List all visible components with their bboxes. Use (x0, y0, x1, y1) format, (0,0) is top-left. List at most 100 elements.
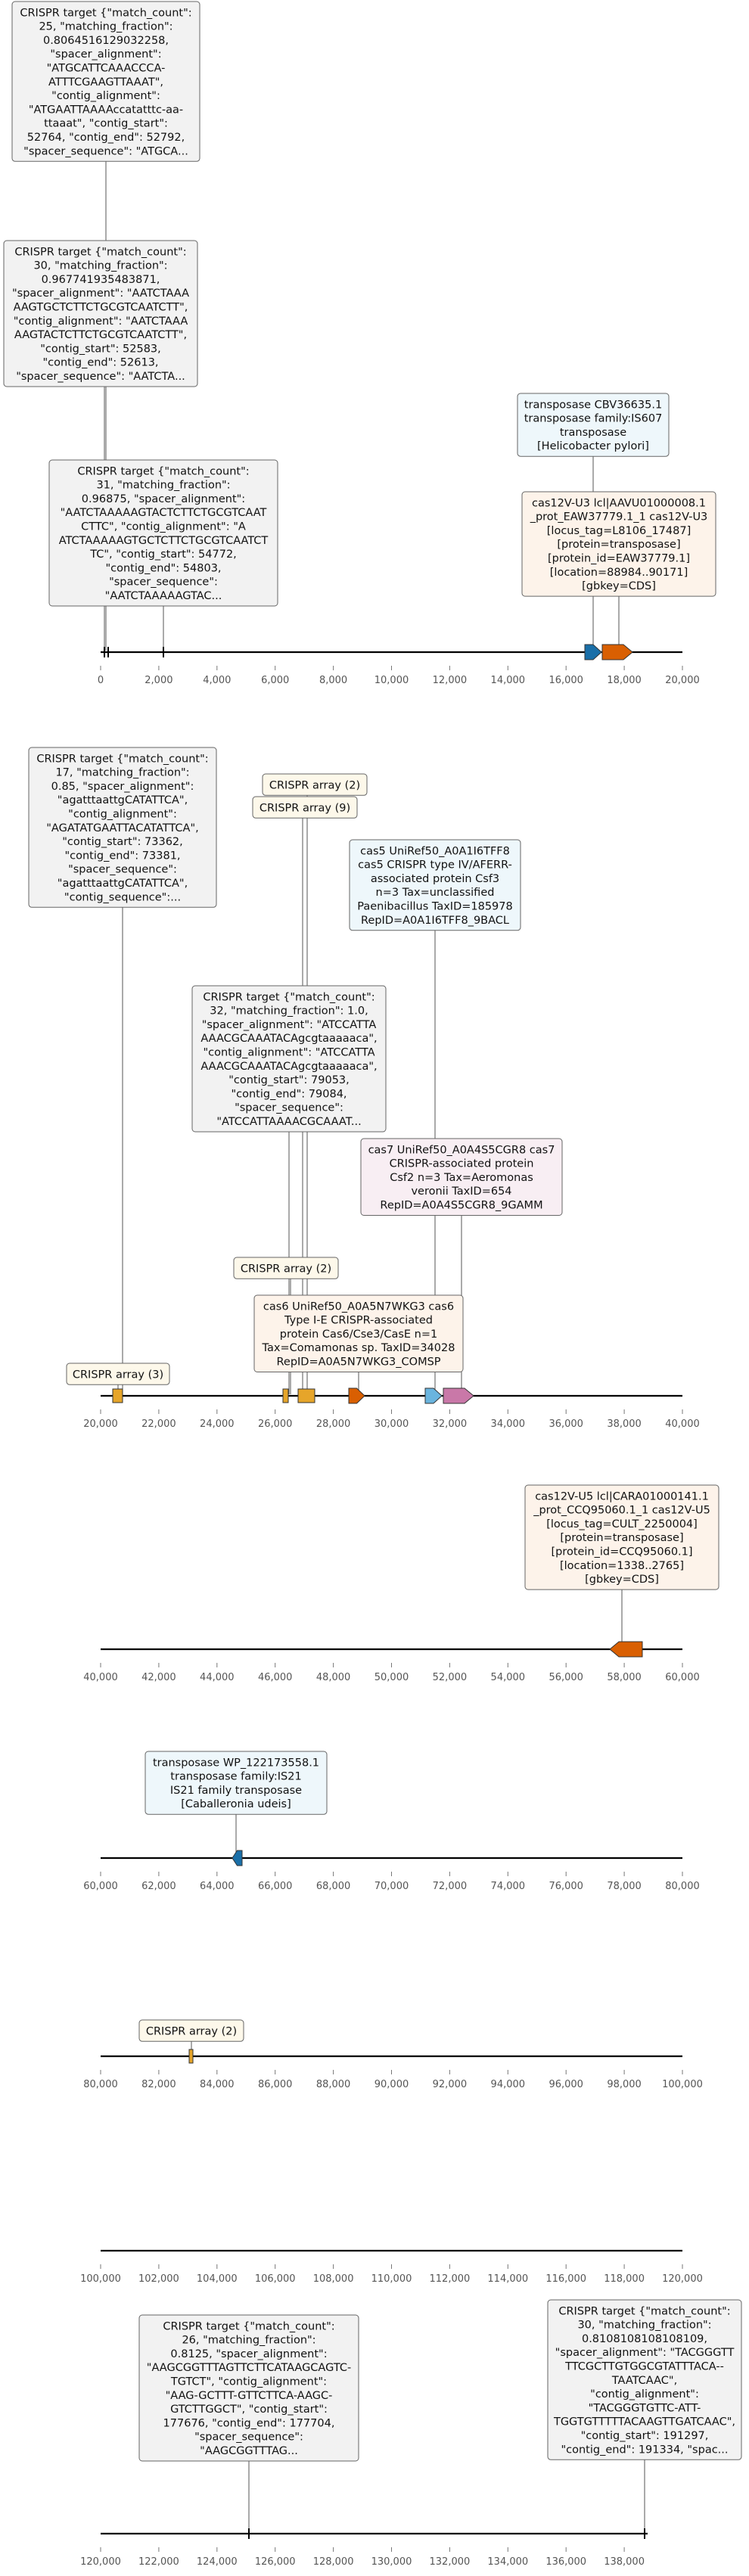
feature-label-text: "contig_start": 73362, (62, 836, 183, 848)
feature-label-text: associated protein Csf3 (371, 873, 499, 885)
feature-label-text: "ATCCATTAAAACGCAAAT... (216, 1116, 361, 1128)
axis-tick-label: 116,000 (545, 2273, 586, 2285)
feature-label-box (11, 1, 200, 162)
axis-tick-label: 76,000 (549, 1881, 583, 1892)
feature-label-text: 26, "matching_fraction": (182, 2335, 315, 2347)
feature-label-text: CRISPR array (9) (260, 802, 350, 814)
feature-label-text: TGTCT", "contig_alignment": (170, 2376, 327, 2388)
feature-label-text: "ATGCATTCAAACCCA- (47, 62, 166, 74)
feature-label-text: transposase CBV36635.1 (524, 399, 662, 411)
feature-label-box (262, 773, 368, 796)
feature-label-text: 0.967741935483871, (42, 274, 160, 286)
feature-label-text: 0.8108108108108109, (582, 2333, 707, 2345)
feature-label-text: 177676, "contig_end": 177704, (163, 2417, 335, 2429)
feature-label-text: ATTTCGAAGTTAAAT", (48, 76, 163, 89)
feature-label-box (233, 1257, 339, 1279)
feature-label-text: "AAGCGGTTTAGTTCTTCATAAGCAGTC- (147, 2362, 351, 2374)
feature-label-box (66, 1363, 170, 1385)
feature-label-text: [gbkey=CDS] (582, 580, 656, 592)
axis-tick-label: 134,000 (487, 2556, 528, 2568)
gene-arrow (584, 644, 602, 660)
gene-arrow (348, 1387, 365, 1404)
feature-label-text: 25, "matching_fraction": (39, 21, 172, 33)
axis-tick-label: 110,000 (371, 2273, 412, 2285)
axis-tick-label: 30,000 (374, 1419, 409, 1430)
feature-label-box (252, 796, 358, 819)
axis-tick-label: 20,000 (83, 1419, 118, 1430)
axis-tick-label: 122,000 (138, 2556, 179, 2568)
feature-label-text: AAACGCAAATACAgcgtaaaaaca", (200, 1061, 377, 1073)
feature-label-text: protein Cas6/Cse3/CasE n=1 (280, 1328, 437, 1341)
axis-tick-label: 106,000 (255, 2273, 296, 2285)
gene-arrow (609, 1641, 643, 1658)
axis-tick-label: 112,000 (430, 2273, 471, 2285)
feature-label-text: "spacer_alignment": "TACGGGTT (555, 2347, 735, 2359)
feature-label-text: _prot_CCQ95060.1_1 cas12V-U5 (533, 1505, 710, 1517)
axis-tick-label: 100,000 (662, 2079, 703, 2090)
feature-label-text: TAATCAAC", (611, 2375, 677, 2387)
axis-tick-label: 74,000 (491, 1881, 526, 1892)
crispr-array-mark (112, 1388, 123, 1403)
feature-label-text: 0.8064516129032258, (43, 35, 169, 47)
feature-label-text: CRISPR-associated protein (390, 1158, 534, 1170)
feature-label-text: "contig_alignment": "ATCCATTA (203, 1046, 374, 1058)
feature-label-box (524, 1484, 719, 1590)
feature-label-text: AAGTACTCTTCTGCGTCAATCTT", (14, 329, 187, 341)
feature-label-text: [protein_id=CCQ95060.1] (551, 1546, 692, 1558)
feature-label-text: CRISPR target {"match_count": (163, 2320, 334, 2332)
feature-label-text: "spacer_alignment": "AATCTAAA (12, 287, 189, 300)
feature-label-text: Csf2 n=3 Tax=Aeromonas (390, 1172, 533, 1184)
axis-tick-label: 38,000 (607, 1419, 642, 1430)
axis-tick-label: 2,000 (145, 675, 172, 686)
feature-label-text: 17, "matching_fraction": (55, 767, 189, 779)
feature-label-text: 0.96875, "spacer_alignment": (82, 493, 245, 505)
axis-tick-label: 90,000 (374, 2079, 409, 2090)
axis-tick-label: 86,000 (258, 2079, 293, 2090)
feature-label-text: [location=1338..2765] (560, 1560, 684, 1572)
feature-label-text: CRISPR array (2) (269, 779, 360, 791)
feature-label-text: TC", "contig_start": 54772, (89, 548, 237, 561)
axis-tick-label: 34,000 (491, 1419, 526, 1430)
feature-label-text: 0.85, "spacer_alignment": (51, 781, 194, 793)
feature-label-box (28, 747, 217, 908)
axis-tick-label: 128,000 (313, 2556, 354, 2568)
feature-label-text: "AAG-GCTTT-GTTCTTCA-AAGC- (166, 2390, 333, 2402)
axis-tick-label: 82,000 (141, 2079, 176, 2090)
axis-tick-label: 36,000 (549, 1419, 583, 1430)
axis-tick-label: 66,000 (258, 1881, 293, 1892)
axis-tick-label: 94,000 (491, 2079, 526, 2090)
gene-arrow (232, 1850, 243, 1866)
gene-arrow (443, 1387, 474, 1404)
axis-tick-label: 0 (98, 675, 104, 686)
axis-tick-label: 80,000 (83, 2079, 118, 2090)
axis-tick-label: 80,000 (665, 1881, 700, 1892)
axis-tick-label: 64,000 (200, 1881, 235, 1892)
feature-label-text: 31, "matching_fraction": (96, 480, 230, 492)
axis-tick-label: 136,000 (545, 2556, 586, 2568)
feature-label-text: "AATCTAAAAAGTACTCTTCTGCGTCAAT (61, 507, 267, 519)
feature-label-text: [gbkey=CDS] (585, 1574, 659, 1586)
axis-tick-label: 130,000 (371, 2556, 412, 2568)
feature-label-text: "contig_alignment": (68, 808, 177, 820)
feature-label-text: "spacer_sequence": (68, 864, 177, 876)
feature-label-text: [protein_id=EAW37779.1] (548, 552, 690, 564)
axis-tick-label: 88,000 (316, 2079, 351, 2090)
axis-tick-label: 54,000 (491, 1672, 526, 1683)
axis-tick-label: 62,000 (141, 1881, 176, 1892)
feature-label-text: CRISPR target {"match_count": (14, 246, 186, 258)
feature-label-box (48, 459, 278, 607)
feature-label-text: Tax=Comamonas sp. TaxID=34028 (262, 1342, 455, 1354)
feature-label-text: veronii TaxID=654 (411, 1185, 511, 1198)
feature-label-text: "contig_end": 79084, (231, 1088, 347, 1100)
axis-tick-label: 48,000 (316, 1672, 351, 1683)
feature-label-text: [location=88984..90171] (550, 567, 688, 579)
axis-tick-label: 6,000 (261, 675, 289, 686)
axis-tick-label: 68,000 (316, 1881, 351, 1892)
feature-label-box (3, 240, 198, 387)
feature-label-text: CRISPR target {"match_count": (20, 7, 191, 19)
feature-label-box (138, 2314, 359, 2462)
feature-label-text: [Helicobacter pylori] (537, 440, 649, 452)
feature-label-box (145, 1751, 328, 1815)
